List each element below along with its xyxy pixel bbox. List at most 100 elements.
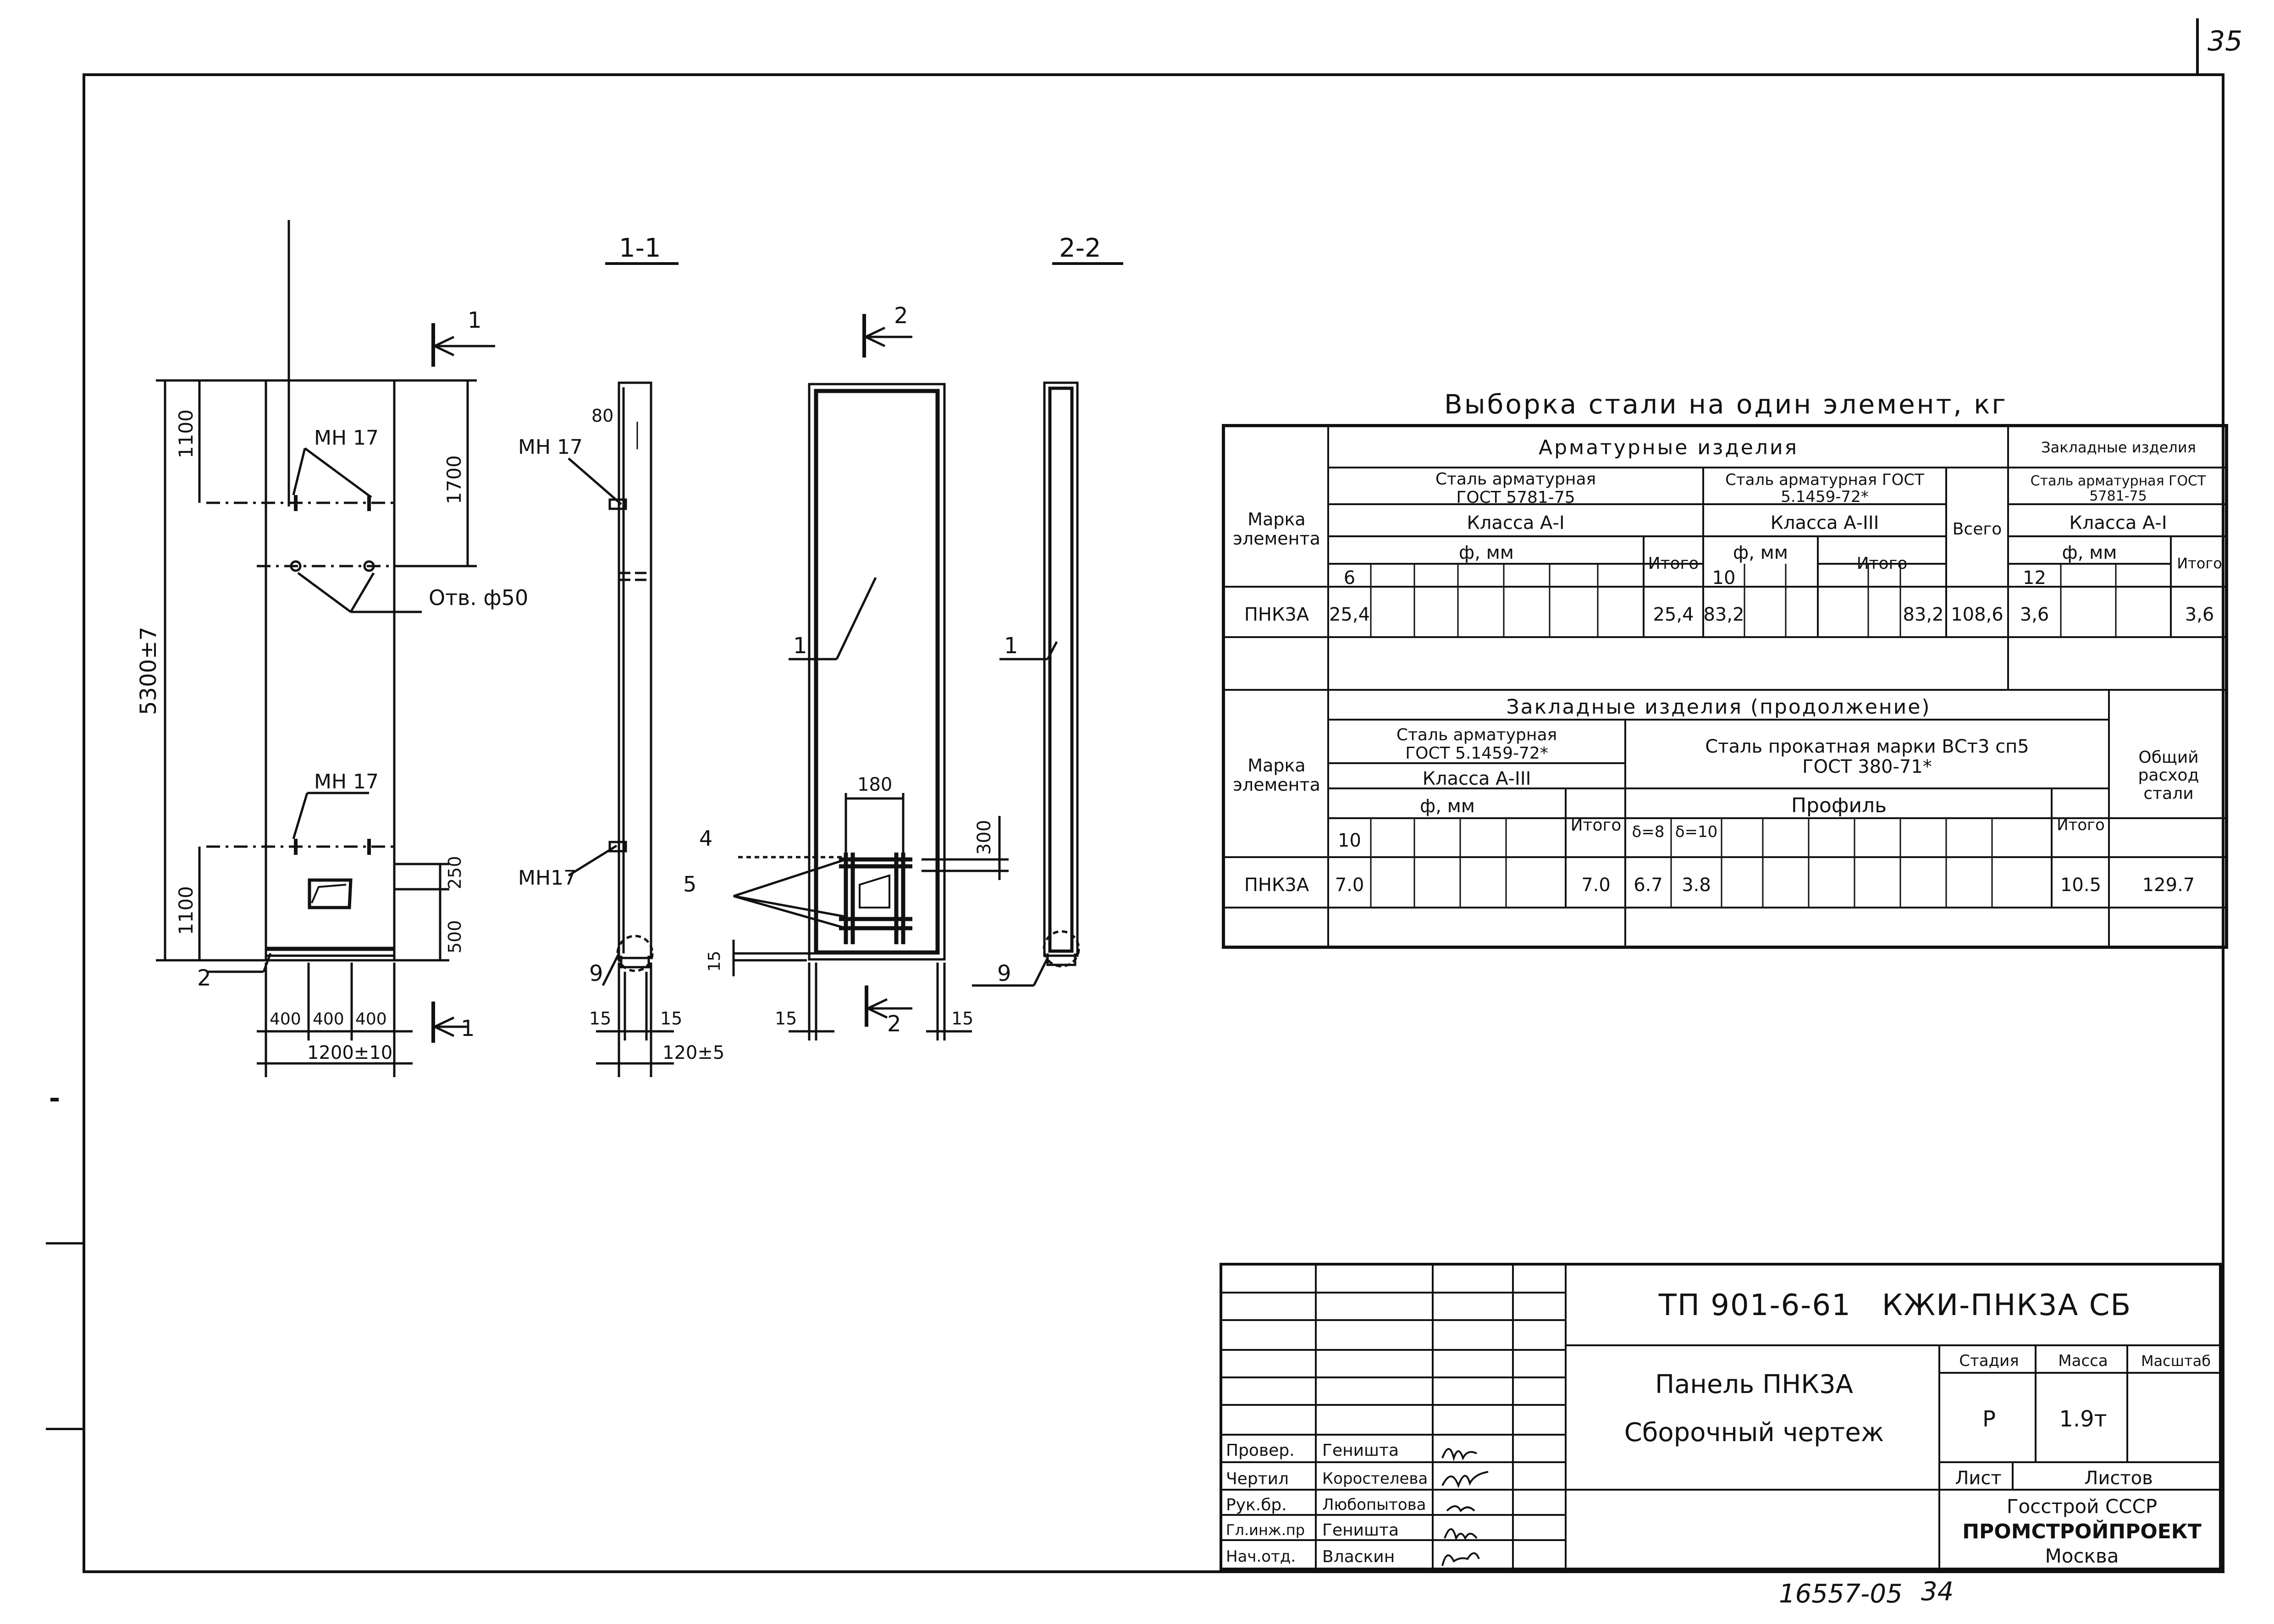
row2-d10: 7.0 (1335, 875, 1364, 896)
label-pos-1b: 1 (1004, 633, 1018, 659)
role-head: Нач.отд. (1226, 1547, 1296, 1566)
margin-mark (50, 1098, 59, 1101)
label-side-120: 120±5 (662, 1042, 724, 1063)
table-title: Выборка стали на один элемент, кг (1444, 389, 2008, 420)
assembly-drawing: 1-1 2-2 1 1 2 2 МН 17 Отв. ф50 МН 17 2 5… (138, 220, 1123, 1077)
label-pos-5: 5 (683, 872, 696, 897)
h2-delta8: δ=8 (1632, 823, 1665, 842)
margin-mark (46, 1428, 83, 1430)
h2-profile: Профиль (1791, 794, 1887, 818)
row1-d6: 25,4 (1329, 604, 1370, 625)
h-sheet: Лист (1955, 1468, 2002, 1489)
panel-front-view (265, 379, 396, 962)
label-dim-15b: 15 (775, 1008, 797, 1029)
dim-500: 500 (445, 920, 465, 953)
dim-400-b: 400 (313, 1010, 344, 1029)
h2-itogo-2: Итого (2057, 816, 2105, 835)
h-vsego: Всего (1952, 519, 2002, 539)
label-hole: Отв. ф50 (429, 585, 528, 610)
section-2-2-title: 2-2 (1059, 233, 1101, 263)
h-mass: Масса (2058, 1352, 2108, 1371)
h-embedded: Закладные изделия (2041, 439, 2196, 457)
h-class-emb: Класса А-I (2069, 512, 2167, 534)
dim-400-c: 400 (355, 1010, 387, 1029)
h2-marka: Марка элемента (1233, 755, 1320, 795)
dim-height: 5300±7 (138, 627, 161, 715)
label-dim-180: 180 (857, 774, 892, 795)
label-dim-300: 300 (974, 820, 995, 855)
h-class-a1: Класса А-I (1467, 512, 1565, 534)
label-side-mn17-bot: МН17 (518, 866, 576, 890)
row2-mark: ПНК3А (1244, 875, 1309, 896)
row2-itogo2: 10.5 (2060, 875, 2102, 896)
cut-1-top: 1 (468, 308, 482, 333)
h2-d10: 10 (1338, 830, 1361, 851)
label-side-15a: 15 (589, 1008, 611, 1029)
org-line1: Госстрой СССР (2006, 1495, 2158, 1518)
dim-width: 1200±10 (307, 1042, 392, 1063)
h-d10: 10 (1712, 567, 1736, 589)
page-number: 35 (2208, 25, 2243, 57)
name-head: Власкин (1322, 1547, 1395, 1567)
cut-2-top: 2 (894, 303, 908, 329)
org-line3: Москва (2045, 1544, 2119, 1567)
table-grid (1222, 424, 2228, 949)
dim-400-a: 400 (270, 1010, 301, 1029)
row2-itogo1: 7.0 (1581, 875, 1611, 896)
h-stage: Стадия (1959, 1352, 2019, 1371)
doc-name-line1: Панель ПНК3А (1655, 1370, 1853, 1400)
margin-mark (46, 1242, 83, 1244)
label-pos-2: 2 (197, 965, 211, 991)
h2-total: Общий расход стали (2138, 748, 2199, 803)
h2-steel-a3: Сталь арматурная ГОСТ 5.1459-72* (1396, 725, 1557, 763)
dim-bottom-1100: 1100 (175, 886, 197, 935)
h-steel-emb: Сталь арматурная ГОСТ 5781-75 (2030, 473, 2206, 504)
h-d12: 12 (2023, 567, 2046, 589)
name-check: Геништа (1322, 1441, 1399, 1460)
role-check: Провер. (1226, 1441, 1295, 1460)
footer-code: 16557-05 (1779, 1579, 1903, 1609)
row1-itogo2: 83,2 (1903, 604, 1944, 625)
row1-vsego: 108,6 (1951, 604, 2004, 625)
name-chief-eng: Геништа (1322, 1521, 1399, 1540)
dim-top-1100: 1100 (175, 409, 197, 458)
role-drawn: Чертил (1226, 1470, 1289, 1489)
h-scale: Масштаб (2141, 1352, 2211, 1370)
row2-total: 129.7 (2142, 875, 2195, 896)
h2-embedded-cont: Закладные изделия (продолжение) (1506, 695, 1931, 719)
row2-delta8: 6.7 (1634, 875, 1663, 896)
h-phi-1: ф, мм (1459, 542, 1514, 563)
cut-1-bottom: 1 (461, 1016, 475, 1041)
row1-mark: ПНК3А (1244, 604, 1309, 625)
row1-d10: 83,2 (1703, 604, 1744, 625)
stage-value: Р (1982, 1406, 1996, 1432)
section-1-1-title: 1-1 (619, 233, 661, 263)
label-dim-15a: 15 (705, 951, 724, 972)
h-class-a3: Класса А-III (1770, 512, 1879, 534)
h2-rolled: Сталь прокатная марки ВСт3 сп5 ГОСТ 380-… (1705, 736, 2029, 777)
mass-value: 1.9т (2059, 1406, 2107, 1432)
role-lead: Рук.бр. (1226, 1496, 1287, 1515)
steel-table: Арматурные изделия Закладные изделия Мар… (1222, 424, 2228, 949)
h-itogo-2: Итого (1856, 554, 1908, 573)
drawing-frame (83, 73, 2224, 1573)
cut-2-bottom: 2 (887, 1011, 901, 1037)
h-phi-3: ф, мм (2062, 542, 2117, 563)
label-mn17-lower: МН 17 (314, 770, 379, 793)
label-side-mn17-top: МН 17 (518, 435, 583, 459)
label-side-15b: 15 (660, 1008, 682, 1029)
row2-delta10: 3.8 (1682, 875, 1711, 896)
label-pos-1a: 1 (793, 633, 807, 659)
name-lead: Любопытова (1322, 1496, 1426, 1514)
h2-itogo-1: Итого (1570, 816, 1622, 835)
signatures (1441, 1448, 1489, 1566)
h-sheets: Листов (2084, 1468, 2153, 1489)
section-2-2-side (1043, 381, 1079, 957)
h-marka: Марка элемента (1233, 509, 1320, 549)
h2-class-a3: Класса А-III (1422, 768, 1531, 789)
title-block: ТП 901-6-61 КЖИ-ПНК3А СБ Панель ПНК3А Сб… (1220, 1263, 2222, 1570)
section-2-2-front (808, 383, 946, 961)
h-d6: 6 (1343, 567, 1356, 589)
org-line2: ПРОМСТРОЙПРОЕКТ (1962, 1519, 2202, 1543)
doc-code: ТП 901-6-61 КЖИ-ПНК3А СБ (1658, 1288, 2132, 1323)
